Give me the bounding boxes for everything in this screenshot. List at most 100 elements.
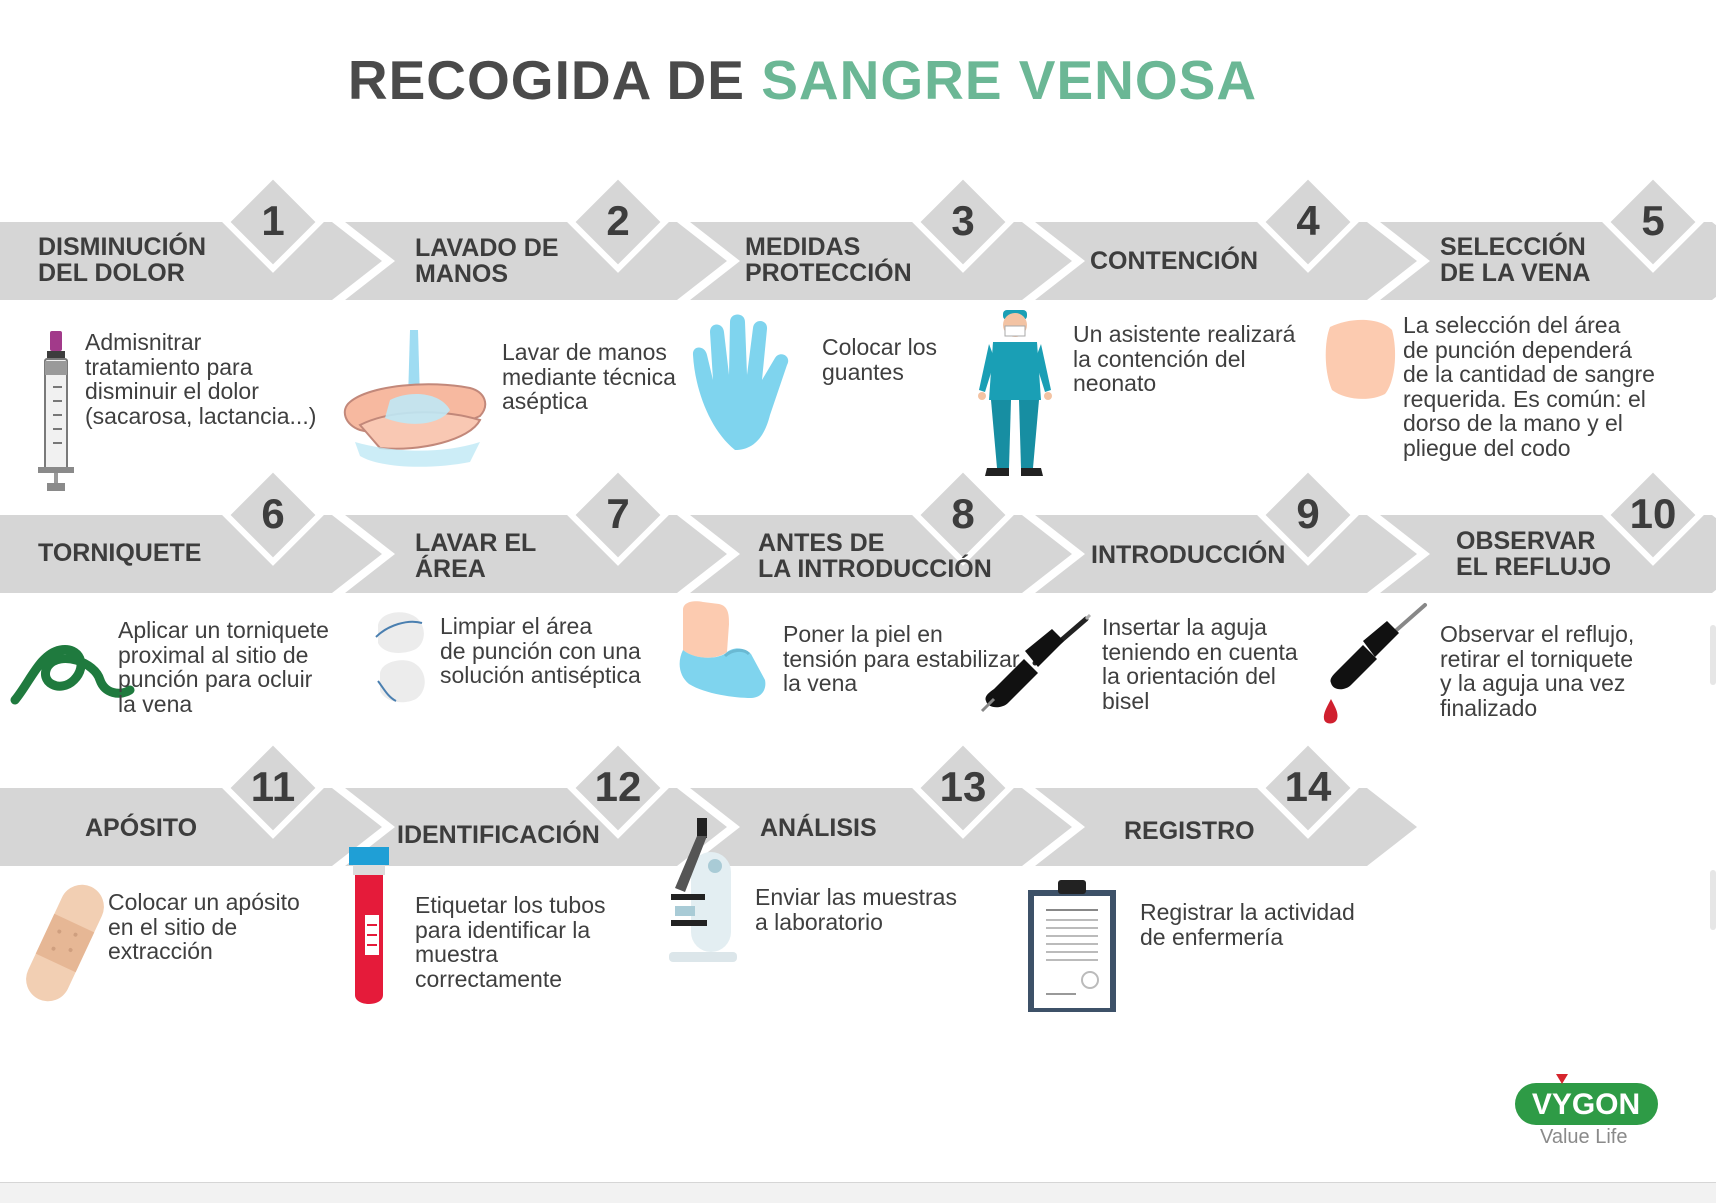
step-description-line: pliegue del codo xyxy=(1403,434,1571,461)
step-description-line: guantes xyxy=(822,358,904,385)
hand-back-icon xyxy=(1325,319,1396,399)
step-description-line: de punción dependerá xyxy=(1403,336,1632,363)
step-heading-line: REGISTRO xyxy=(1124,817,1255,845)
step-number: 12 xyxy=(594,763,642,810)
badge-diamond xyxy=(567,171,669,273)
step-number: 10 xyxy=(1629,490,1677,537)
badge-9 xyxy=(1257,464,1359,566)
step-heading-line: LAVADO DE xyxy=(415,234,559,262)
badge-6 xyxy=(222,464,324,566)
step-description-line: aséptica xyxy=(502,388,588,414)
badge-13 xyxy=(912,737,1014,839)
bandage-icon xyxy=(26,884,104,1002)
badge-diamond xyxy=(1257,464,1359,566)
step-description-line: proximal al sitio de xyxy=(118,641,309,668)
step-description-line: Colocar los xyxy=(822,334,938,360)
needle-blood-icon xyxy=(1323,603,1427,724)
step-heading-line: DE LA VENA xyxy=(1440,259,1591,287)
step-icons: VYGON xyxy=(10,310,1658,1125)
scrollbar-handle[interactable] xyxy=(1710,625,1716,685)
badge-8 xyxy=(912,464,1014,566)
clipboard-icon xyxy=(1028,880,1116,1012)
step-heading-line: LA INTRODUCCIÓN xyxy=(758,555,992,583)
logo-tagline: Value Life xyxy=(1540,1126,1628,1148)
step-number: 3 xyxy=(951,197,975,244)
step-description-line: Limpiar el área xyxy=(440,613,593,639)
step-heading: CONTENCIÓN xyxy=(1090,248,1258,274)
step-description-line: de punción con una xyxy=(440,637,641,664)
step-heading: ANÁLISIS xyxy=(760,815,877,841)
step-heading-line: MEDIDAS xyxy=(745,233,861,261)
step-description-line: teniendo en cuenta xyxy=(1102,638,1298,665)
step-description-line: y la aguja una vez xyxy=(1440,670,1626,696)
badge-7 xyxy=(567,464,669,566)
step-number: 11 xyxy=(250,763,296,810)
step-description-line: a laboratorio xyxy=(755,908,883,935)
badge-diamond xyxy=(567,737,669,839)
number-badges xyxy=(222,171,1704,839)
logo-brand: VYGON xyxy=(1532,1088,1640,1121)
step-description-line: Enviar las muestras xyxy=(755,884,957,910)
title-part-1: RECOGIDA DE xyxy=(347,49,762,111)
step-description-line: Observar el reflujo, xyxy=(1440,621,1635,647)
step-description-line: finalizado xyxy=(1440,694,1538,721)
badge-3 xyxy=(912,171,1014,273)
step-heading-line: PROTECCIÓN xyxy=(745,259,912,287)
step-heading: INTRODUCCIÓN xyxy=(1091,542,1285,568)
step-description-line: neonato xyxy=(1073,370,1157,396)
step-heading-line: DEL DOLOR xyxy=(38,259,185,287)
step-heading-line: MANOS xyxy=(415,260,509,288)
badge-diamond xyxy=(222,464,324,566)
step-description-line: la vena xyxy=(783,670,858,696)
step-heading-line: CONTENCIÓN xyxy=(1090,247,1259,275)
needle-icon xyxy=(980,613,1092,713)
step-number: 4 xyxy=(1296,197,1320,244)
badge-diamond xyxy=(1602,464,1704,566)
badge-14 xyxy=(1257,737,1359,839)
badge-diamond xyxy=(222,171,324,273)
step-number: 8 xyxy=(951,490,975,537)
step-description-line: tensión para estabilizar xyxy=(783,645,1020,672)
step-description-line: Registrar la actividad xyxy=(1140,899,1355,925)
step-number: 5 xyxy=(1641,197,1665,244)
badge-4 xyxy=(1257,171,1359,273)
step-description-line: requerida. Es común: el xyxy=(1403,385,1646,412)
step-number: 1 xyxy=(261,197,285,244)
badge-diamond xyxy=(1257,171,1359,273)
badge-diamond xyxy=(912,737,1014,839)
badge-diamond xyxy=(912,171,1014,273)
badge-5 xyxy=(1602,171,1704,273)
step-description-line: la vena xyxy=(118,690,193,717)
step-description-line: Colocar un apósito xyxy=(108,889,300,915)
step-heading-line: ANÁLISIS xyxy=(760,814,877,842)
step-number: 2 xyxy=(606,197,630,244)
step-description: Observar el reflujo,retirar el torniquet… xyxy=(1440,622,1634,720)
step-heading: APÓSITO xyxy=(85,815,197,841)
step-heading: TORNIQUETE xyxy=(38,540,201,566)
step-description-line: solución antiséptica xyxy=(440,662,641,688)
vygon-logo: VYGON xyxy=(1515,1074,1658,1125)
step-heading: IDENTIFICACIÓN xyxy=(397,822,600,848)
step-heading-line: TORNIQUETE xyxy=(38,539,202,567)
scrollbar-handle-lower[interactable] xyxy=(1710,870,1716,930)
step-description-line: la orientación del xyxy=(1102,663,1276,689)
step-description-line: Aplicar un torniquete xyxy=(118,617,329,643)
step-description-line: de la cantidad de sangre xyxy=(1403,361,1655,387)
step-description-line: para identificar la xyxy=(415,916,591,943)
step-description-line: de enfermería xyxy=(1140,923,1284,950)
step-heading-line: APÓSITO xyxy=(85,814,198,842)
step-description-line: tratamiento para xyxy=(85,353,253,380)
step-heading-line: INTRODUCCIÓN xyxy=(1091,541,1286,569)
step-heading-line: EL REFLUJO xyxy=(1456,553,1612,581)
